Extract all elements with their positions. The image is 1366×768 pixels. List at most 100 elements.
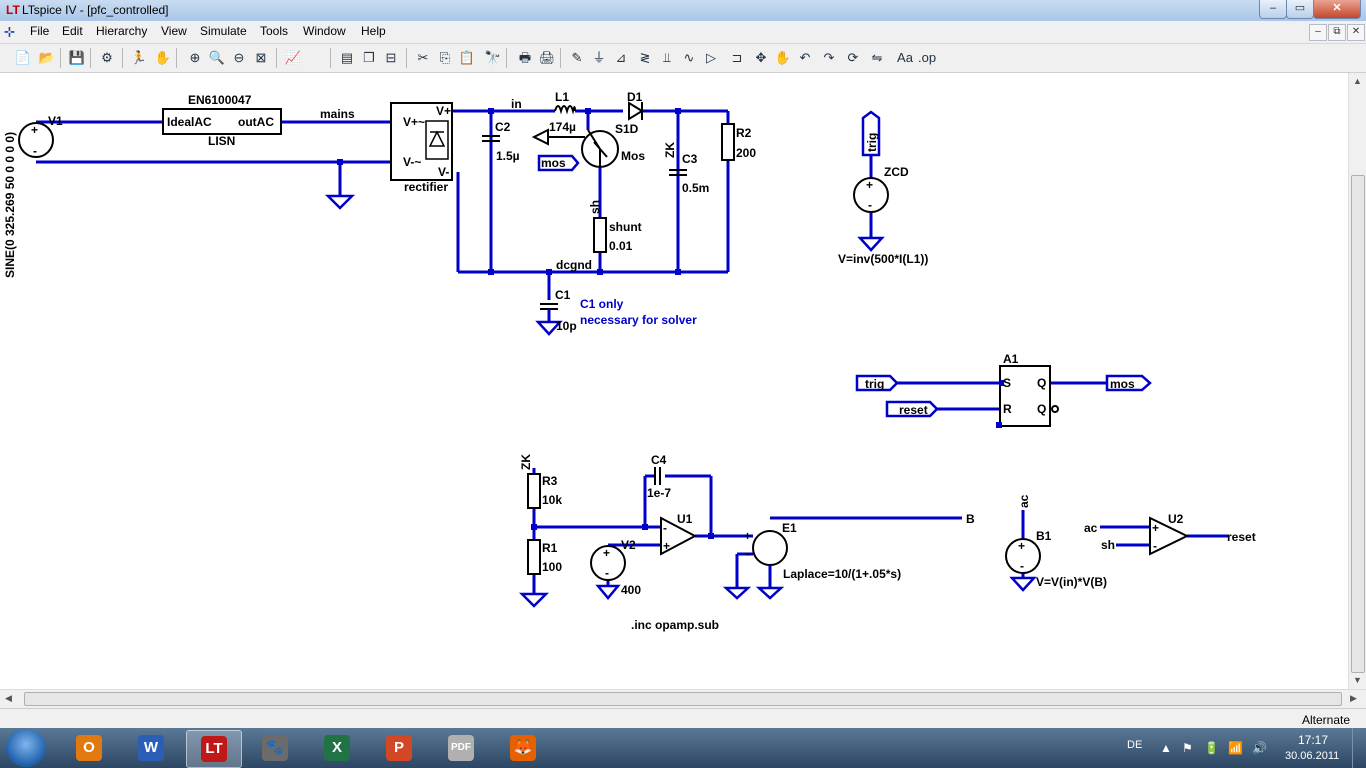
find-icon[interactable]: 🔭 [484, 50, 502, 65]
menu-tools[interactable]: Tools [260, 24, 289, 38]
mos-flag-label[interactable]: mos [541, 156, 566, 170]
r1-symbol[interactable] [527, 539, 541, 575]
r1-name[interactable]: R1 [542, 541, 558, 555]
spice-directive-icon[interactable]: .op [918, 50, 937, 65]
menu-simulate[interactable]: Simulate [200, 24, 247, 38]
cascade-icon[interactable]: ❐ [363, 50, 375, 65]
diode-icon[interactable]: ▷ [706, 50, 716, 65]
u2-symbol[interactable] [1149, 516, 1190, 556]
mdi-close-button[interactable]: ✕ [1347, 24, 1365, 41]
tray-expand-icon[interactable]: ▲ [1160, 741, 1172, 755]
trig-flag-label[interactable]: trig [865, 133, 879, 152]
network-icon[interactable]: 📶 [1228, 741, 1243, 755]
spice-directive[interactable]: .inc opamp.sub [631, 618, 719, 632]
print-setup-icon[interactable]: 🖶 [518, 50, 532, 65]
lisn-block[interactable] [162, 108, 282, 135]
c4-value[interactable]: 1e-7 [647, 486, 671, 500]
trig-input-flag[interactable]: trig [865, 377, 884, 391]
c2-value[interactable]: 1.5µ [496, 149, 520, 163]
move-icon[interactable]: ✥ [755, 50, 767, 65]
zoom-icon[interactable]: 🔍 [208, 50, 226, 65]
copy-icon[interactable]: ⎘ [439, 50, 451, 65]
mdi-minimize-button[interactable]: – [1309, 24, 1327, 41]
r3-value[interactable]: 10k [542, 493, 562, 507]
maximize-button[interactable]: ▭ [1286, 0, 1314, 19]
c1-comment-line1[interactable]: C1 only [580, 297, 624, 311]
cut-icon[interactable]: ✂ [417, 50, 429, 65]
c4-name[interactable]: C4 [651, 453, 667, 467]
open-icon[interactable]: 📂 [38, 50, 56, 65]
v1-symbol[interactable] [18, 122, 54, 158]
tile-horizontal-icon[interactable]: ▤ [340, 50, 354, 65]
scroll-up-icon[interactable]: ▲ [1353, 76, 1362, 86]
ac-label[interactable]: ac [1017, 494, 1031, 508]
zoom-fit-icon[interactable]: ⊠ [255, 50, 267, 65]
horizontal-scrollbar[interactable]: ◀ ▶ [0, 689, 1366, 708]
vertical-scrollbar[interactable]: ▲ ▼ [1348, 73, 1366, 689]
r2-symbol[interactable] [721, 123, 735, 161]
b1-symbol[interactable] [1005, 538, 1041, 574]
menu-hierarchy[interactable]: Hierarchy [96, 24, 148, 38]
new-schematic-icon[interactable]: 📄 [14, 50, 32, 65]
save-icon[interactable]: 💾 [68, 50, 86, 65]
shunt-name[interactable]: shunt [609, 220, 642, 234]
u2-input-sh[interactable]: sh [1101, 538, 1115, 552]
v2-symbol[interactable] [590, 545, 626, 581]
net-dcgnd[interactable]: dcgnd [556, 258, 592, 272]
battery-icon[interactable]: 🔋 [1204, 741, 1219, 755]
rectifier-block[interactable] [390, 102, 453, 181]
schematic-canvas[interactable]: V1 SINE(0 325.269 50 0 0 0 0) EN6100047 … [0, 73, 1348, 689]
zoom-in-icon[interactable]: ⊕ [189, 50, 201, 65]
u2-name[interactable]: U2 [1168, 512, 1184, 526]
text-icon[interactable]: Aa [897, 50, 913, 65]
u1-symbol[interactable] [660, 516, 698, 556]
net-mains[interactable]: mains [320, 107, 355, 121]
c3-name[interactable]: C3 [682, 152, 698, 166]
control-panel-icon[interactable]: ⚙ [101, 50, 113, 65]
shunt-symbol[interactable] [593, 217, 607, 253]
l1-symbol[interactable] [554, 105, 576, 115]
d1-symbol[interactable] [628, 101, 644, 121]
net-in[interactable]: in [511, 97, 522, 111]
close-windows-icon[interactable]: ⊟ [385, 50, 397, 65]
b1-expression[interactable]: V=V(in)*V(B) [1036, 575, 1107, 589]
shunt-value[interactable]: 0.01 [609, 239, 633, 253]
menu-help[interactable]: Help [361, 24, 386, 38]
component-icon[interactable]: ⊐ [731, 50, 743, 65]
r3-name[interactable]: R3 [542, 474, 558, 488]
vertical-scroll-thumb[interactable] [1351, 175, 1365, 673]
mirror-icon[interactable]: ⇋ [871, 50, 883, 65]
c1-comment-line2[interactable]: necessary for solver [580, 313, 697, 327]
l1-name[interactable]: L1 [555, 90, 569, 104]
zcd-name[interactable]: ZCD [884, 165, 909, 179]
c1-name[interactable]: C1 [555, 288, 571, 302]
print-icon[interactable]: 🖨 [538, 50, 556, 65]
mdi-restore-button[interactable]: ⧉ [1328, 24, 1346, 41]
draw-wire-icon[interactable]: ✎ [571, 50, 583, 65]
show-desktop-button[interactable] [1352, 728, 1366, 768]
menu-view[interactable]: View [161, 24, 187, 38]
taskbar-app-firefox[interactable]: 🦊 [496, 730, 550, 766]
rotate-icon[interactable]: ⟳ [847, 50, 859, 65]
v1-value[interactable]: SINE(0 325.269 50 0 0 0 0) [3, 132, 17, 278]
start-button[interactable] [6, 729, 46, 767]
sh-label[interactable]: sh [588, 200, 602, 214]
capacitor-icon[interactable]: ⫫ [663, 50, 671, 65]
r2-name[interactable]: R2 [736, 126, 752, 140]
e1-name[interactable]: E1 [782, 521, 797, 535]
c1-value[interactable]: 10p [556, 319, 577, 333]
clock-date[interactable]: 30.06.2011 [1285, 750, 1340, 762]
taskbar-app-powerpoint[interactable]: P [372, 730, 426, 766]
menu-file[interactable]: File [30, 24, 50, 38]
mos-output-flag[interactable]: mos [1110, 377, 1135, 391]
undo-icon[interactable]: ↶ [799, 50, 811, 65]
lisn-name[interactable]: EN6100047 [188, 93, 252, 107]
redo-icon[interactable]: ↷ [823, 50, 835, 65]
taskbar-app-gimp[interactable]: 🐾 [248, 730, 302, 766]
taskbar-app-outlook[interactable]: O [62, 730, 116, 766]
minimize-button[interactable]: – [1259, 0, 1287, 19]
b1-name[interactable]: B1 [1036, 529, 1052, 543]
v1-name[interactable]: V1 [48, 114, 63, 128]
c3-value[interactable]: 0.5m [682, 181, 709, 195]
taskbar-app-pdf-printer[interactable]: PDF [434, 730, 488, 766]
